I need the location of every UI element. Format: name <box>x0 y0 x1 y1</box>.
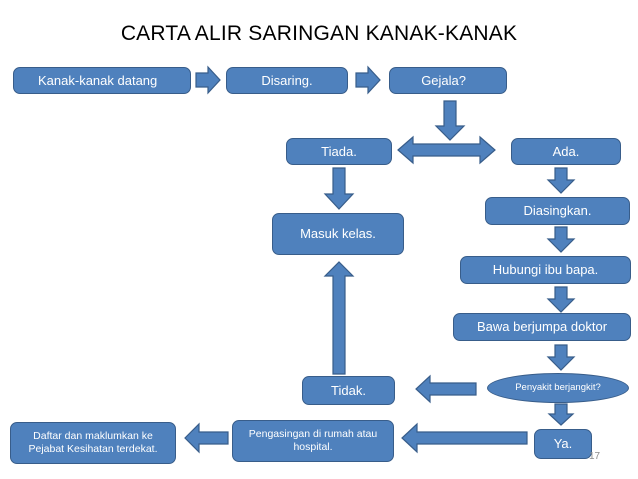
arrow-hubungi-down <box>546 286 576 313</box>
arrow-gejala-down <box>434 100 466 141</box>
node-ada: Ada. <box>511 138 621 165</box>
arrow-tiada-down <box>323 167 355 210</box>
arrow-to-disaring <box>195 65 221 95</box>
arrow-ada-down <box>546 167 576 194</box>
node-disaring: Disaring. <box>226 67 348 94</box>
arrow-tidak-up <box>323 261 355 375</box>
arrow-pengasingan-daftar <box>184 422 229 454</box>
node-hubungi: Hubungi ibu bapa. <box>460 256 631 284</box>
node-kanak-datang: Kanak-kanak datang <box>13 67 191 94</box>
node-tidak: Tidak. <box>302 376 395 405</box>
arrow-penyakit-down <box>547 403 575 426</box>
arrow-ya-pengasingan <box>401 422 528 454</box>
node-penyakit: Penyakit berjangkit? <box>487 373 629 403</box>
arrow-to-gejala <box>355 65 381 95</box>
node-masuk-kelas: Masuk kelas. <box>272 213 404 255</box>
arrow-penyakit-tidak <box>415 374 477 404</box>
arrow-tiada-ada <box>397 135 496 165</box>
node-ya: Ya. <box>534 429 592 459</box>
page-title: CARTA ALIR SARINGAN KANAK-KANAK <box>120 22 518 45</box>
node-daftar: Daftar dan maklumkan ke Pejabat Kesihata… <box>10 422 176 464</box>
node-diasingkan: Diasingkan. <box>485 197 630 225</box>
arrow-diasingkan-down <box>546 226 576 253</box>
node-pengasingan: Pengasingan di rumah atau hospital. <box>232 420 394 462</box>
arrow-doktor-down <box>546 344 576 371</box>
node-tiada: Tiada. <box>286 138 392 165</box>
page-number: 17 <box>589 451 601 462</box>
node-gejala: Gejala? <box>389 67 507 94</box>
node-bawa-doktor: Bawa berjumpa doktor <box>453 313 631 341</box>
